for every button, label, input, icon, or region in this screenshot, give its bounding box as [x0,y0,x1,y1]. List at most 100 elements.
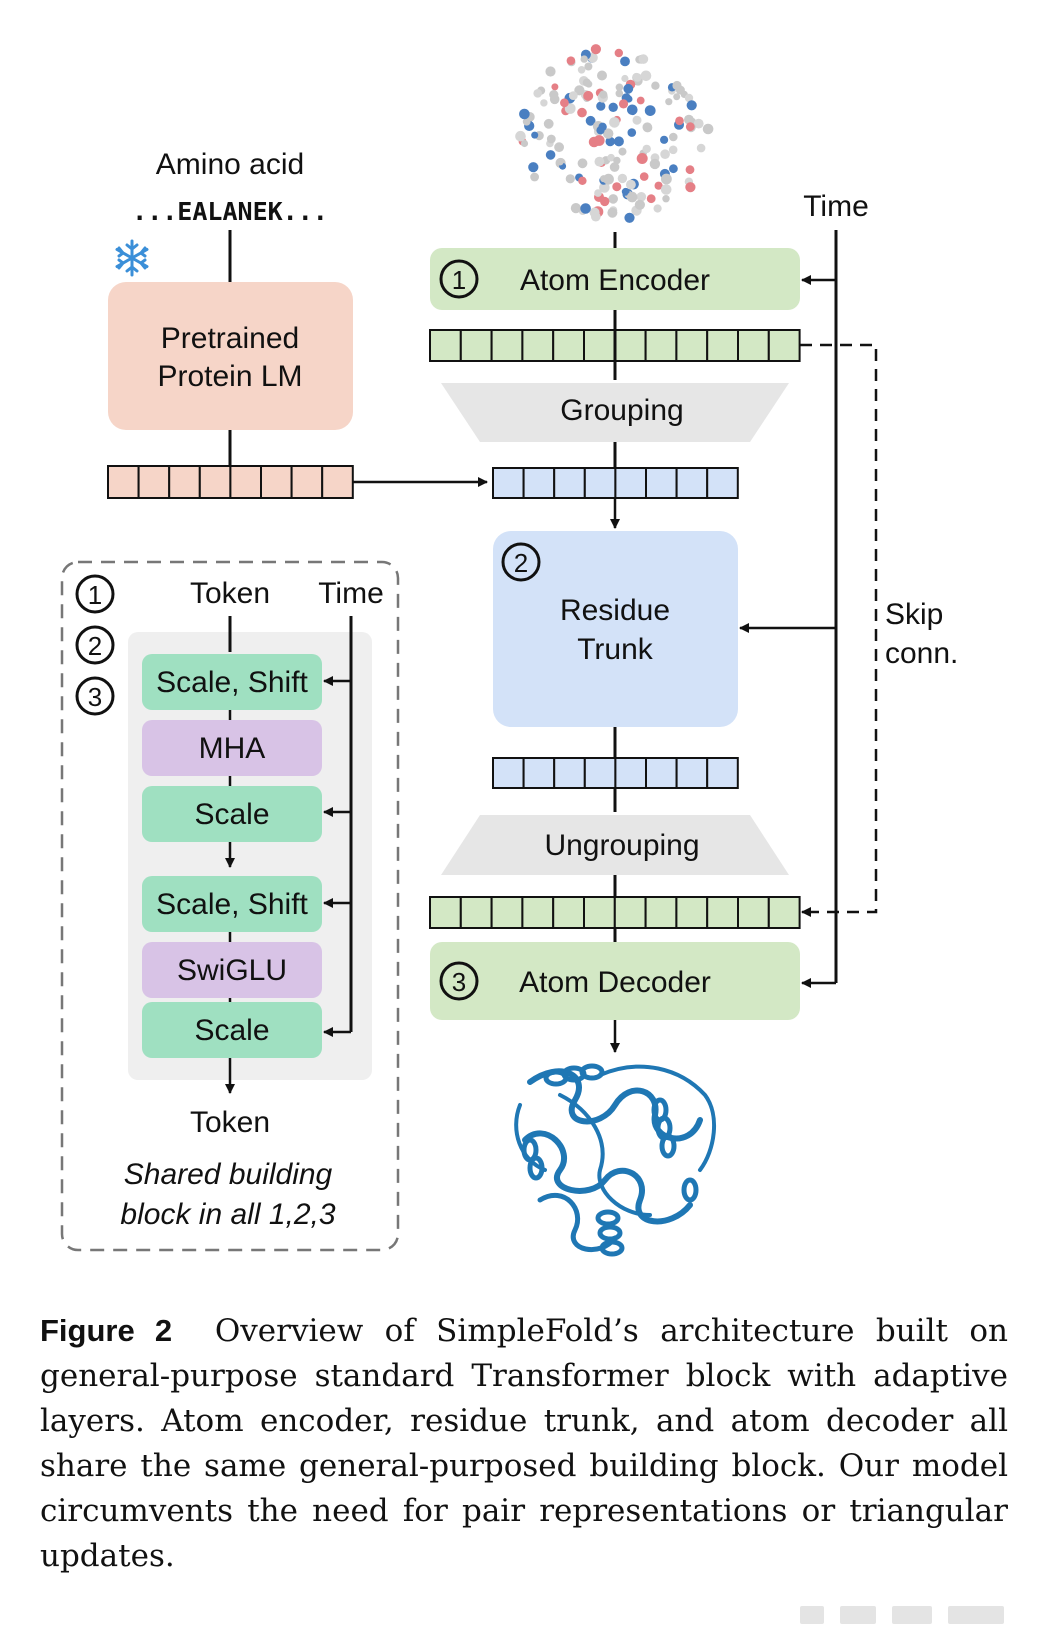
protein-lm-title-1: Pretrained [161,322,299,355]
protein-structure-image [514,1063,717,1257]
atom-point [685,122,695,132]
svg-text:3: 3 [452,967,466,997]
atom-point [543,118,554,129]
block-layer-swiglu: SwiGLU [142,942,322,998]
atom-point [597,70,607,81]
block-caption-2: block in all 1,2,3 [120,1198,335,1231]
atom-point [649,158,661,170]
atom-point [640,70,652,82]
token-cell [583,896,616,929]
token-cell [767,329,801,362]
token-cell [737,329,770,362]
atom-point [626,191,638,203]
atom-decoder-block [430,942,800,1020]
atom-point [528,162,539,173]
token-cell [490,329,524,362]
svg-text:3: 3 [88,682,102,712]
atom-point [653,204,662,213]
atom-point [665,98,673,106]
atom-point-cloud [515,44,714,223]
footer-decoration [892,1606,932,1624]
atom-point [624,212,635,223]
atom-point [660,149,670,159]
atom-point [627,104,638,116]
atom-point [654,181,663,190]
atom-point [685,165,695,175]
atom-point [565,174,575,184]
residue-trunk-block [493,531,738,727]
atom-point [599,90,608,99]
pretrained-protein-lm [108,282,353,430]
token-cell [522,757,556,789]
token-cell [522,467,556,499]
atom-point [685,182,696,193]
atom-point [662,195,670,203]
atom-point [615,83,624,92]
atom-point [607,153,615,162]
atom-point [551,83,559,91]
token-cell [290,465,324,499]
footer-decoration [948,1606,1004,1624]
atom-point [673,93,681,101]
amino-acid-label: Amino acid [156,148,304,181]
token-cell [553,757,586,789]
token-cell [459,329,493,362]
atom-point [646,194,656,204]
trunk-output-token-row [492,757,739,789]
svg-text:Scale: Scale [194,1014,269,1047]
svg-text:2: 2 [514,548,528,578]
atom-point [515,130,526,142]
atom-point [603,128,614,139]
token-cell [229,465,262,499]
atom-point [644,105,656,116]
skip-label-1: Skip [885,598,943,631]
block-layer-mha: MHA [142,720,322,776]
atom-point [605,136,615,147]
token-cell [644,329,678,362]
atom-point [554,142,564,153]
atom-point [540,99,548,107]
atom-point [618,99,629,109]
token-cell [737,896,770,929]
token-cell [552,896,586,929]
atom-point [600,196,610,207]
atom-point [585,80,593,88]
atom-point [620,56,630,67]
residue-trunk-label-2: Trunk [577,633,654,666]
block-time-label: Time [318,577,384,610]
atom-point [577,158,588,169]
token-cell [645,757,678,789]
atom-point [607,207,618,218]
token-cell [675,329,709,362]
atom-point [596,101,606,111]
atom-point [531,131,539,139]
atom-point [580,203,591,214]
svg-text:1: 1 [452,265,466,295]
atom-point [668,145,678,155]
skip-label-2: conn. [885,637,958,670]
token-cell [429,896,462,929]
footer-decoration [840,1606,876,1624]
atom-point [613,156,621,165]
atom-point [612,182,622,192]
atom-point [546,134,556,144]
token-cell [675,467,709,499]
token-cell [521,329,555,362]
atom-point [625,95,633,103]
atom-point [636,153,648,164]
atom-point [609,117,620,128]
shared-block-frame [60,560,400,1252]
token-cell [459,896,493,929]
atom-point [684,93,694,103]
atom-point [621,187,630,196]
atom-point [594,156,605,167]
atom-point [613,136,624,147]
residue-token-row [492,467,739,499]
ungrouping-trapezoid [441,815,789,875]
atom-point [568,91,578,100]
atom-point [617,173,628,184]
atom-point [702,123,714,135]
token-cell [198,465,232,499]
main-time-label: Time [803,190,869,223]
residue-trunk-number: 2 [501,542,541,582]
